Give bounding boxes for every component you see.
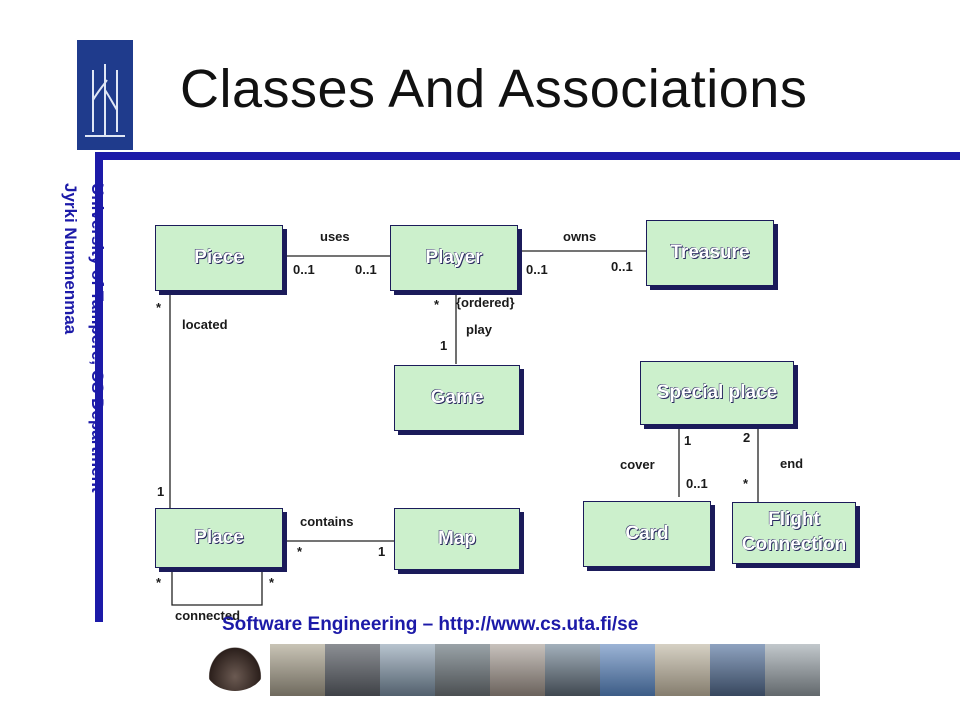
uses-piece-multiplicity: 0..1 — [293, 262, 315, 277]
end-flight-multiplicity: * — [743, 476, 749, 491]
page-title: Classes And Associations — [180, 59, 808, 119]
photo-strip — [270, 644, 820, 696]
class-player: Player — [390, 225, 518, 291]
connected-line — [171, 566, 263, 606]
located-place-multiplicity: 1 — [157, 484, 165, 499]
university-pillar-logo-icon — [77, 40, 133, 150]
class-map: Map — [394, 508, 520, 570]
footer-text: Software Engineering – http://www.cs.uta… — [222, 614, 639, 635]
class-piece: Piece — [155, 225, 283, 291]
side-rule — [95, 152, 103, 622]
play-game-multiplicity: 1 — [440, 338, 448, 353]
class-card: Card — [583, 501, 711, 567]
cover-label: cover — [620, 457, 655, 472]
contains-place-multiplicity: * — [297, 544, 303, 559]
play-player-multiplicity: * — [434, 297, 440, 312]
connected-label: connected — [175, 608, 241, 623]
uses-player-multiplicity: 0..1 — [355, 262, 377, 277]
hat-icon — [205, 643, 265, 691]
play-label: play — [466, 322, 493, 337]
contains-label: contains — [300, 514, 354, 529]
cover-special-multiplicity: 1 — [684, 433, 692, 448]
located-piece-multiplicity: * — [156, 300, 162, 315]
author-label: Jyrki Nummenmaa — [61, 183, 80, 335]
owns-label: owns — [563, 229, 597, 244]
class-place: Place — [155, 508, 283, 568]
play-ordered-constraint: {ordered} — [456, 295, 515, 310]
contains-map-multiplicity: 1 — [378, 544, 386, 559]
connected-multiplicity-b: * — [269, 575, 275, 590]
uses-label: uses — [320, 229, 350, 244]
class-treasure: Treasure — [646, 220, 774, 286]
end-special-multiplicity: 2 — [743, 430, 751, 445]
university-label: University of Tampere, CS Department — [88, 183, 107, 493]
owns-player-multiplicity: 0..1 — [526, 262, 548, 277]
cover-card-multiplicity: 0..1 — [686, 476, 708, 491]
class-flight-connection: Flight Connection — [732, 502, 856, 564]
header-rule — [95, 152, 960, 160]
class-special-place: Special place — [640, 361, 794, 425]
located-label: located — [182, 317, 228, 332]
end-label: end — [780, 456, 804, 471]
owns-treasure-multiplicity: 0..1 — [611, 259, 633, 274]
connected-multiplicity-a: * — [156, 575, 162, 590]
class-game: Game — [394, 365, 520, 431]
